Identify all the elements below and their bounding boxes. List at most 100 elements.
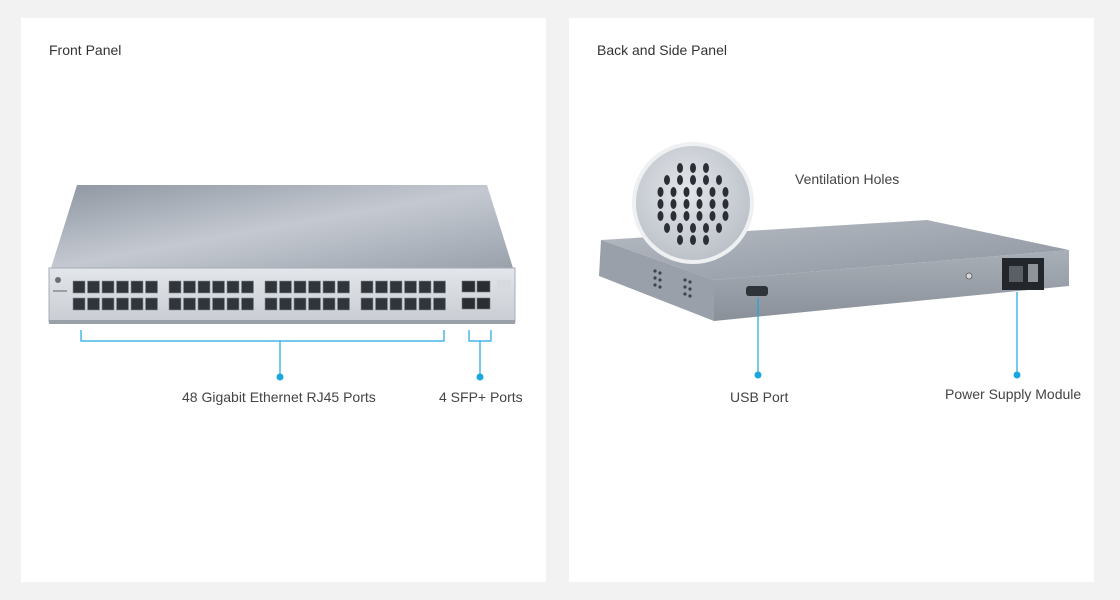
ventilation-hole (670, 187, 677, 197)
rj45-port (87, 280, 100, 294)
rj45-port (197, 280, 211, 294)
rj45-port (72, 297, 86, 311)
rj45-port (264, 297, 278, 311)
sfp-ports-label: 4 SFP+ Ports (439, 389, 523, 405)
rj45-port (264, 280, 278, 294)
front-panel-title: Front Panel (49, 42, 122, 58)
rj45-port (72, 280, 86, 294)
rj45-port (241, 297, 254, 311)
ventilation-hole (709, 187, 716, 197)
ventilation-hole (703, 235, 709, 245)
rj45-port (308, 297, 321, 311)
ventilation-hole (670, 199, 677, 209)
ventilation-hole (683, 211, 690, 221)
rj45-port (279, 297, 292, 311)
rj45-port (116, 297, 129, 311)
ventilation-hole (709, 199, 716, 209)
rj45-port (241, 280, 254, 294)
rj45-port (145, 280, 158, 294)
ventilation-hole (677, 175, 683, 185)
rj45-port-grid (72, 280, 446, 311)
usb-port-label: USB Port (730, 389, 789, 405)
ventilation-hole (683, 199, 690, 209)
rj45-port (360, 297, 374, 311)
rj45-port (226, 280, 240, 294)
sfp-port (476, 280, 491, 293)
ventilation-hole (677, 223, 683, 233)
ventilation-hole (690, 175, 696, 185)
sfp-port (476, 297, 491, 310)
sfp-port (461, 297, 476, 310)
rj45-port (168, 280, 182, 294)
ventilation-hole (722, 199, 729, 209)
ventilation-hole (722, 187, 729, 197)
ventilation-hole (690, 235, 696, 245)
power-supply-label: Power Supply Module (945, 386, 1082, 402)
switch-front-illustration (48, 185, 516, 381)
usb-port (746, 286, 768, 296)
ventilation-hole (696, 211, 703, 221)
ventilation-hole (657, 187, 664, 197)
rj45-port (130, 280, 144, 294)
rj45-port (337, 297, 350, 311)
back-panel-title: Back and Side Panel (597, 42, 727, 58)
ventilation-hole (657, 211, 664, 221)
rj45-port (130, 297, 144, 311)
rj45-port (183, 297, 196, 311)
front-panel-card: Front Panel (21, 18, 546, 582)
ventilation-holes-label: Ventilation Holes (795, 171, 900, 187)
rj45-port (375, 297, 388, 311)
ventilation-hole (722, 211, 729, 221)
power-callout-dot (1013, 371, 1021, 379)
rj45-port (337, 280, 350, 294)
rj45-port (375, 280, 388, 294)
rj45-port (404, 280, 417, 294)
ventilation-hole (690, 223, 696, 233)
ventilation-holes-pattern (657, 163, 729, 245)
rj45-port (308, 280, 321, 294)
ventilation-hole (670, 211, 677, 221)
rj45-port (183, 280, 196, 294)
rj45-port (293, 297, 307, 311)
rj45-port (197, 297, 211, 311)
ventilation-hole (703, 175, 709, 185)
rj45-port (87, 297, 100, 311)
sfp-port (461, 280, 476, 293)
rj45-port (101, 280, 115, 294)
rj45-port (418, 280, 432, 294)
rj45-port (322, 297, 336, 311)
rj45-port (168, 297, 182, 311)
ventilation-hole (696, 187, 703, 197)
rj45-port (433, 280, 446, 294)
ventilation-hole (664, 175, 670, 185)
sfp-port-grid (461, 280, 491, 310)
back-panel-card: Back and Side Panel (569, 18, 1094, 582)
ventilation-hole (703, 223, 709, 233)
rj45-port (145, 297, 158, 311)
ventilation-hole (683, 187, 690, 197)
ventilation-hole (716, 175, 722, 185)
rj45-port (389, 280, 403, 294)
ventilation-hole (703, 163, 709, 173)
usb-callout-dot (754, 371, 762, 379)
sfp-callout-dot (476, 373, 484, 381)
rj45-port (293, 280, 307, 294)
rj45-port (404, 297, 417, 311)
switch-back-illustration (599, 142, 1069, 379)
ventilation-hole (677, 163, 683, 173)
rj45-port (212, 297, 225, 311)
rj45-callout-dot (276, 373, 284, 381)
rj45-port (418, 297, 432, 311)
ventilation-hole (677, 235, 683, 245)
rj45-port (212, 280, 225, 294)
rj45-port (389, 297, 403, 311)
ventilation-zoom (632, 142, 754, 264)
rj45-port (101, 297, 115, 311)
rj45-ports-label: 48 Gigabit Ethernet RJ45 Ports (182, 389, 376, 405)
rj45-port (116, 280, 129, 294)
ventilation-hole (716, 223, 722, 233)
ventilation-hole (657, 199, 664, 209)
rj45-port (226, 297, 240, 311)
rj45-port (360, 280, 374, 294)
ventilation-hole (690, 163, 696, 173)
